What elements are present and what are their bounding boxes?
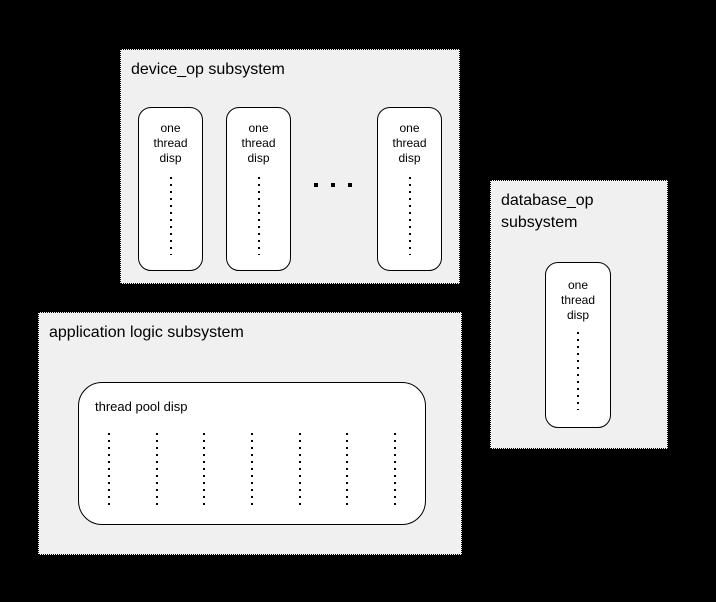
thread-dotted-line xyxy=(346,433,349,509)
application-logic-subsystem-title: application logic subsystem xyxy=(49,324,244,341)
dispatcher-label: one thread disp xyxy=(153,121,188,165)
thread-dotted-line xyxy=(250,433,253,509)
application-logic-subsystem-box: application logic subsystem thread pool … xyxy=(38,312,462,555)
one-thread-dispatcher-node: one thread disp xyxy=(138,107,203,271)
dispatcher-label: one thread disp xyxy=(392,121,427,165)
thread-dotted-line xyxy=(408,177,411,255)
device-op-subsystem-box: device_op subsystem one thread disp one … xyxy=(120,49,460,284)
database-op-subsystem-title: database_op subsystem xyxy=(501,192,594,231)
database-op-subsystem-box: database_op subsystem one thread disp xyxy=(490,180,668,449)
thread-dotted-line xyxy=(203,433,206,509)
thread-dotted-line xyxy=(108,433,110,509)
dispatcher-label: one thread disp xyxy=(241,121,276,165)
thread-dotted-line xyxy=(393,433,396,509)
thread-dotted-line xyxy=(298,433,301,509)
ellipsis-dot xyxy=(314,183,318,187)
ellipsis xyxy=(314,183,352,187)
thread-dotted-line xyxy=(257,177,260,255)
one-thread-dispatcher-node: one thread disp xyxy=(545,262,611,428)
dispatcher-label: one thread disp xyxy=(560,278,596,322)
ellipsis-dot xyxy=(331,183,335,187)
thread-dotted-line xyxy=(577,332,579,410)
thread-pool-lines xyxy=(108,433,396,509)
one-thread-dispatcher-node: one thread disp xyxy=(226,107,291,271)
thread-dotted-line xyxy=(169,177,172,255)
one-thread-dispatcher-node: one thread disp xyxy=(377,107,442,271)
thread-pool-dispatcher-node: thread pool disp xyxy=(78,382,426,525)
ellipsis-dot xyxy=(348,183,352,187)
thread-dotted-line xyxy=(155,433,158,509)
device-op-subsystem-title: device_op subsystem xyxy=(131,61,285,78)
thread-pool-label: thread pool disp xyxy=(95,399,188,414)
